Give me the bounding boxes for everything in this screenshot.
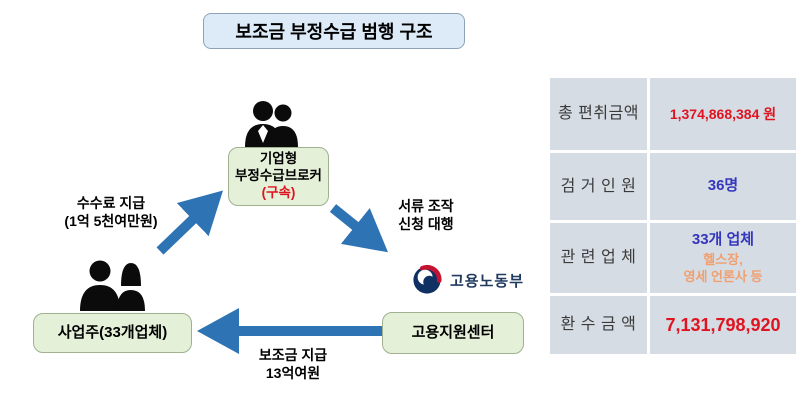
- broker-line2: 부정수급브로커: [235, 168, 322, 184]
- moel-taegeuk-logo-icon: [413, 265, 442, 294]
- node-employer: 사업주(33개업체): [33, 313, 192, 353]
- arrow-docs-down-right: [329, 204, 389, 253]
- stats-row-value-companies: 33개 업체 헬스장, 영세 언론사 등: [650, 223, 796, 293]
- stats-row-label-total-fraud: 총 편취금액: [550, 78, 647, 150]
- stats-row-label-recovered: 환 수 금 액: [550, 296, 647, 354]
- stats-table: 총 편취금액 1,374,868,384 원 검 거 인 원 36명 관 련 업…: [550, 78, 796, 354]
- node-broker: 기업형 부정수급브로커 (구속): [228, 147, 329, 206]
- ministry-branding: 고용노동부: [412, 265, 524, 295]
- fee-line1: 수수료 지급: [76, 195, 146, 211]
- edge-label-docs: 서류 조작 신청 대행: [376, 197, 476, 233]
- docs-line2: 신청 대행: [398, 216, 454, 233]
- support-center-label: 고용지원센터: [411, 323, 495, 341]
- stats-row-value-arrested: 36명: [650, 153, 796, 220]
- docs-line1: 서류 조작: [398, 198, 454, 214]
- stats-row-label-arrested: 검 거 인 원: [550, 153, 647, 220]
- employer-label: 사업주(33개업체): [57, 323, 168, 341]
- fee-line2: (1억 5천여만원): [64, 213, 158, 230]
- stats-row-value-recovered: 7,131,798,920: [650, 296, 796, 354]
- node-support-center: 고용지원센터: [382, 312, 524, 354]
- edge-label-subsidy: 보조금 지급 13억여원: [233, 346, 353, 382]
- subsidy-line2: 13억여원: [265, 365, 321, 382]
- broker-line1: 기업형: [259, 151, 298, 167]
- employer-people-icon: [72, 259, 150, 316]
- broker-line3-arrested: (구속): [261, 184, 296, 200]
- stats-row-value-total-fraud: 1,374,868,384 원: [650, 78, 796, 150]
- subsidy-line1: 보조금 지급: [258, 347, 328, 363]
- edge-label-fee: 수수료 지급 (1억 5천여만원): [35, 194, 187, 230]
- ministry-name: 고용노동부: [450, 272, 525, 290]
- diagram-title-text: 보조금 부정수급 범행 구조: [235, 22, 433, 42]
- broker-people-icon: [238, 101, 308, 152]
- diagram-title: 보조금 부정수급 범행 구조: [203, 13, 465, 49]
- stats-row-label-companies: 관 련 업 체: [550, 223, 647, 293]
